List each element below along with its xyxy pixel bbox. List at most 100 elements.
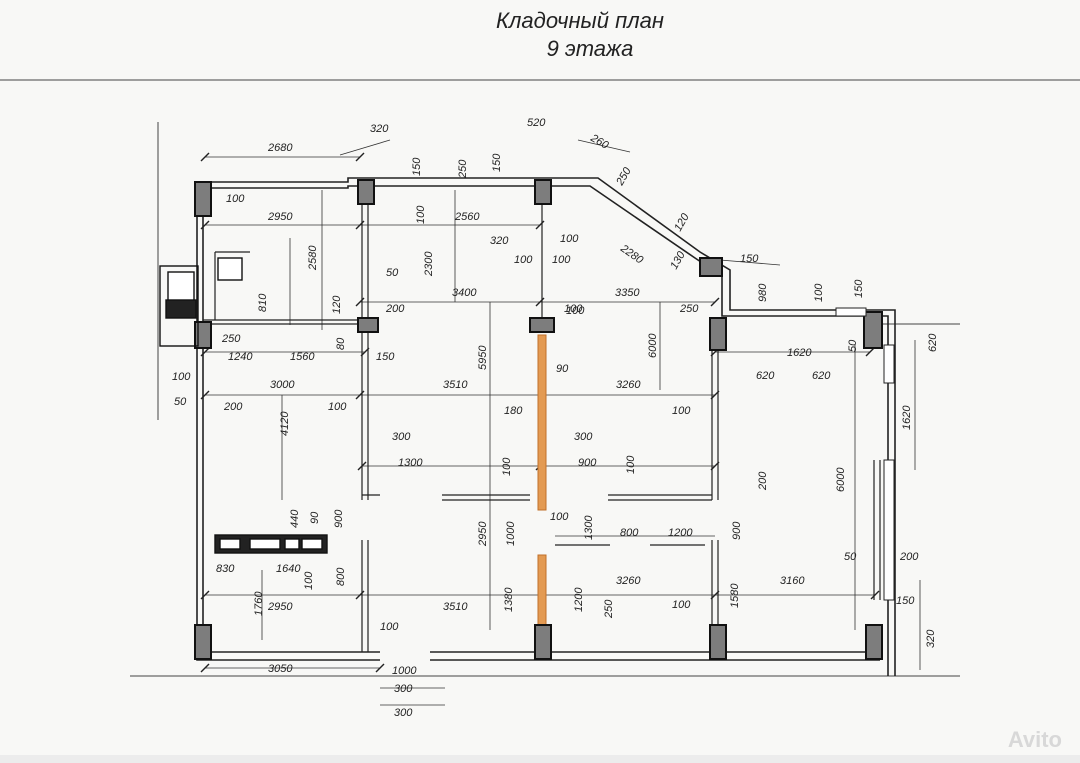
dim-label: 120 <box>672 211 692 234</box>
dim-label: 250 <box>603 599 615 619</box>
dim-label: 4120 <box>279 411 291 436</box>
dim-label: 5950 <box>477 345 489 370</box>
dim-label: 250 <box>679 303 699 315</box>
dim-label: 3510 <box>443 601 468 613</box>
dim-label: 1760 <box>253 591 265 616</box>
dim-label: 100 <box>514 254 533 266</box>
dim-label: 2950 <box>477 521 489 547</box>
dim-label: 100 <box>566 305 585 317</box>
bottom-bar <box>0 755 1080 763</box>
dim-label: 1620 <box>901 405 913 430</box>
dim-label: 100 <box>672 405 691 417</box>
dim-label: 440 <box>289 509 301 528</box>
dim-label: 3050 <box>268 663 293 675</box>
dim-label: 1200 <box>668 527 693 539</box>
dim-label: 100 <box>625 455 637 474</box>
dim-label: 3350 <box>615 287 640 299</box>
window-openings <box>835 307 895 601</box>
dim-label: 180 <box>504 405 523 417</box>
dim-label: 1380 <box>503 587 515 612</box>
dim-label: 100 <box>172 371 191 383</box>
dim-label: 150 <box>740 253 759 265</box>
highlighted-partition <box>537 334 547 641</box>
dim-label: 100 <box>552 254 571 266</box>
dim-label: 3260 <box>616 575 641 587</box>
dim-label: 1200 <box>573 587 585 612</box>
left-shaft <box>159 265 199 347</box>
dim-label: 150 <box>491 153 503 172</box>
dim-label: 100 <box>226 193 245 205</box>
dim-label: 100 <box>550 511 569 523</box>
dim-label: 2680 <box>267 142 293 154</box>
dim-label: 300 <box>394 683 413 695</box>
dim-label: 1620 <box>787 347 812 359</box>
dim-label: 260 <box>588 132 612 153</box>
plan-subtitle: 9 этажа <box>546 36 634 61</box>
dim-label: 2580 <box>307 245 319 271</box>
dim-label: 300 <box>392 431 411 443</box>
dim-label: 1240 <box>228 351 253 363</box>
dim-label: 2950 <box>267 211 293 223</box>
interior-walls <box>203 195 881 652</box>
dim-label: 100 <box>303 571 315 590</box>
dim-label: 800 <box>335 567 347 586</box>
plan-title: Кладочный план <box>496 8 664 33</box>
dim-label: 200 <box>757 471 769 491</box>
dim-label: 2280 <box>617 242 645 267</box>
watermark: Avito <box>1007 727 1062 752</box>
dim-label: 2950 <box>267 601 293 613</box>
dim-label: 3510 <box>443 379 468 391</box>
dim-label: 250 <box>457 159 469 179</box>
dim-label: 250 <box>614 165 635 189</box>
dim-label: 320 <box>490 235 509 247</box>
dim-label: 1560 <box>290 351 315 363</box>
dim-label: 100 <box>813 283 825 302</box>
dim-label: 150 <box>376 351 395 363</box>
dim-label: 90 <box>309 511 321 524</box>
dim-label: 80 <box>335 337 347 350</box>
dim-label: 1300 <box>398 457 423 469</box>
dim-label: 100 <box>415 205 427 224</box>
dim-label: 200 <box>899 551 919 563</box>
columns <box>194 179 883 660</box>
dimension-labels: 2680 320 520 260 150 250 150 250 100 295… <box>172 117 939 719</box>
dim-label: 50 <box>174 396 187 408</box>
dim-label: 2560 <box>454 211 480 223</box>
dim-label: 620 <box>756 370 775 382</box>
fixture-blocks <box>214 257 328 554</box>
dim-label: 50 <box>386 267 399 279</box>
dim-label: 320 <box>925 629 937 648</box>
dim-label: 300 <box>574 431 593 443</box>
dim-label: 900 <box>578 457 597 469</box>
dim-label: 620 <box>812 370 831 382</box>
dim-label: 90 <box>556 363 569 375</box>
dim-label: 50 <box>847 339 859 352</box>
dim-label: 100 <box>380 621 399 633</box>
dim-label: 1000 <box>392 665 417 677</box>
dim-label: 100 <box>560 233 579 245</box>
dim-label: 200 <box>223 401 243 413</box>
dim-label: 100 <box>564 303 583 315</box>
dim-label: 3000 <box>270 379 295 391</box>
dim-label: 150 <box>896 595 915 607</box>
dim-label: 1580 <box>729 583 741 608</box>
dim-label: 6000 <box>835 467 847 492</box>
dim-label: 830 <box>216 563 235 575</box>
frame-lines <box>0 79 1080 677</box>
dim-label: 250 <box>221 333 241 345</box>
dim-label: 3400 <box>452 287 477 299</box>
dim-label: 1640 <box>276 563 301 575</box>
dim-label: 6000 <box>647 333 659 358</box>
dim-label: 2300 <box>423 251 435 277</box>
dim-label: 900 <box>731 521 743 540</box>
dim-label: 620 <box>927 333 939 352</box>
dim-label: 150 <box>853 279 865 298</box>
dim-label: 300 <box>394 707 413 719</box>
dim-label: 3160 <box>780 575 805 587</box>
dim-label: 520 <box>527 117 546 129</box>
dim-label: 810 <box>257 293 269 312</box>
dim-label: 100 <box>501 457 513 476</box>
dim-label: 900 <box>333 509 345 528</box>
dim-label: 200 <box>385 303 405 315</box>
